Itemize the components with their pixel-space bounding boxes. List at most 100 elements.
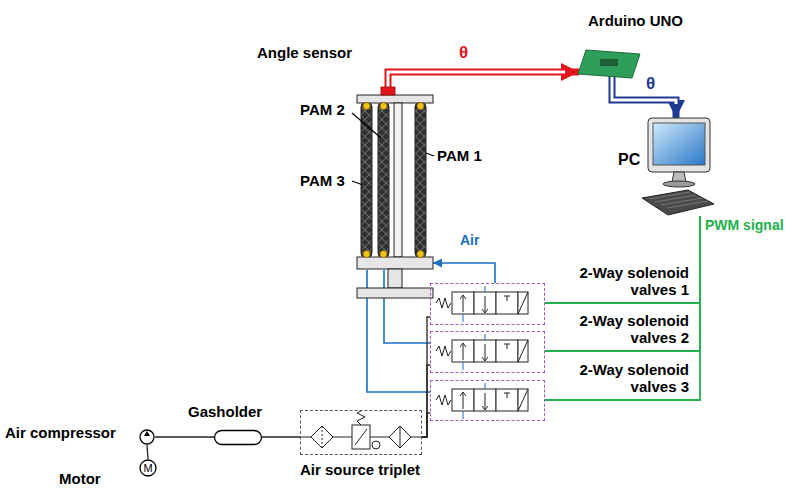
valve-symbols — [436, 286, 528, 419]
data-arrow — [388, 72, 579, 87]
shaft — [388, 269, 402, 288]
valve-stroke — [518, 292, 528, 314]
solenoid — [518, 292, 528, 314]
valve-stroke — [463, 393, 464, 409]
valve-square — [474, 340, 496, 362]
leader-lines — [352, 113, 434, 185]
connector-line — [388, 72, 579, 87]
board-shape — [578, 50, 640, 78]
node-label: PC — [618, 151, 640, 168]
valve-stroke — [518, 389, 528, 411]
gasholder-symbol: Gasholder — [214, 430, 262, 445]
valve-stroke — [463, 344, 464, 360]
node-label: Air source triplet — [300, 461, 420, 478]
top-plate — [357, 95, 433, 103]
pwm-line — [545, 216, 700, 303]
valve-square — [474, 389, 496, 411]
air-line — [384, 270, 430, 343]
valve-stroke — [463, 314, 464, 322]
motor-symbol: MMotor — [139, 459, 157, 477]
valve-spring — [436, 395, 451, 405]
filter-element — [322, 426, 323, 448]
valve-stroke — [485, 296, 486, 312]
valve-square — [452, 389, 474, 411]
center-rod — [394, 103, 402, 257]
tank-shape — [215, 431, 262, 445]
node-outline — [431, 381, 544, 420]
valve-square — [496, 292, 518, 314]
node-outline — [214, 430, 262, 445]
valve-square — [496, 340, 518, 362]
node-outline — [431, 284, 544, 324]
key-row — [655, 195, 696, 202]
pwm-line — [545, 216, 700, 400]
compressor-mark — [144, 431, 150, 436]
monitor — [648, 118, 710, 172]
pam-tube — [378, 103, 389, 257]
connector-core — [388, 72, 565, 87]
screen — [653, 123, 705, 165]
valve-spring — [436, 346, 451, 356]
air-pipe — [262, 437, 300, 438]
solenoid — [518, 389, 528, 411]
valve-stroke — [463, 343, 466, 347]
base-plate — [357, 288, 433, 298]
regulator-spring — [357, 411, 365, 425]
end-cap — [363, 103, 370, 110]
valve-stroke — [460, 295, 463, 299]
node-outline — [640, 118, 715, 218]
connector-line — [545, 216, 700, 400]
valve-stroke — [482, 406, 485, 410]
node-label: Motor — [59, 470, 101, 487]
air-triplet: Air source triplet — [300, 410, 422, 455]
connector-core — [612, 74, 676, 104]
valve-group: 2-Way solenoid valves 1 — [430, 283, 545, 325]
end-cap — [417, 103, 424, 110]
key-row — [661, 198, 702, 205]
node-label: 2-Way solenoid valves 3 — [559, 361, 689, 395]
valve-spring — [436, 298, 451, 308]
connector-line — [422, 413, 430, 437]
connector-line — [612, 74, 676, 118]
key-row — [649, 192, 690, 199]
node-label: 2-Way solenoid valves 2 — [559, 312, 689, 346]
end-cap — [380, 103, 387, 110]
leader-line — [426, 153, 434, 156]
valve-square — [496, 389, 518, 411]
regulator — [352, 425, 370, 449]
compressor-symbol: Air compressor — [139, 429, 155, 445]
pc-icon — [642, 118, 714, 215]
valve-stroke — [507, 296, 508, 301]
signal-label: PWM signal — [705, 217, 784, 234]
circle-symbol — [140, 460, 156, 476]
valve-stroke — [485, 334, 486, 340]
valve-stroke — [485, 357, 488, 361]
node-label: Arduino UNO — [588, 12, 683, 29]
base — [663, 181, 695, 187]
valve-stroke — [482, 309, 485, 313]
valve-stroke — [463, 411, 464, 419]
flow-label: Air — [460, 232, 479, 249]
triplet-symbols — [300, 411, 422, 449]
connector-line — [545, 216, 700, 303]
solenoid — [518, 340, 528, 362]
valve-square — [452, 340, 474, 362]
chip — [600, 59, 618, 66]
connector-line — [155, 436, 214, 437]
key-row — [667, 201, 708, 208]
part-label: PAM 1 — [437, 147, 482, 164]
end-cap — [363, 251, 370, 258]
connector-line — [545, 216, 700, 351]
valve-stroke — [485, 393, 486, 409]
end-caps — [363, 103, 424, 258]
connector-line — [422, 317, 430, 437]
node-label: Air compressor — [5, 424, 116, 441]
air-pipe — [422, 365, 430, 437]
valve-stroke — [485, 406, 488, 410]
valve-stroke — [507, 393, 508, 398]
pam-frame — [357, 95, 433, 298]
circle-symbol — [140, 430, 154, 444]
valve-group: 2-Way solenoid valves 2 — [430, 331, 545, 373]
